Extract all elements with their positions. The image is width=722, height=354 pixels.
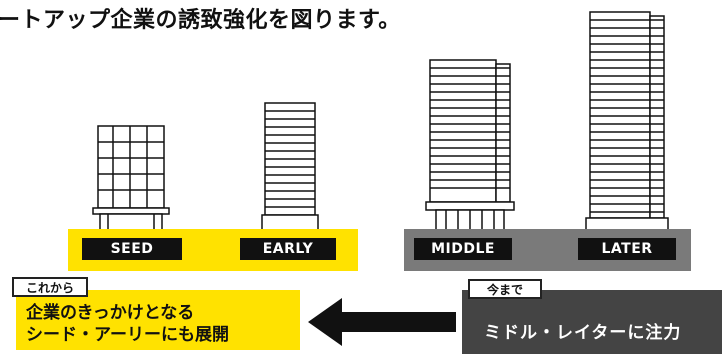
building-early-illustration	[261, 102, 319, 231]
future-text: 企業のきっかけとなる シード・アーリーにも展開	[26, 302, 229, 346]
stage-label-middle: MIDDLE	[414, 238, 512, 260]
left-arrow-icon	[308, 298, 456, 346]
future-panel	[16, 290, 300, 350]
past-text: ミドル・レイターに注力	[484, 323, 682, 343]
building-seed-illustration	[92, 125, 170, 231]
stage-label-later: LATER	[578, 238, 676, 260]
stage-label-early: EARLY	[240, 238, 336, 260]
building-middle-illustration	[425, 59, 515, 231]
stage-label-seed: SEED	[82, 238, 182, 260]
past-tag: 今まで	[468, 279, 542, 299]
past-panel	[462, 290, 722, 354]
future-tag: これから	[12, 277, 88, 297]
future-text-line2: シード・アーリーにも展開	[26, 325, 229, 345]
page-headline: ートアップ企業の誘致強化を図ります。	[0, 8, 401, 33]
future-text-line1: 企業のきっかけとなる	[26, 303, 195, 323]
building-later-illustration	[585, 11, 669, 231]
